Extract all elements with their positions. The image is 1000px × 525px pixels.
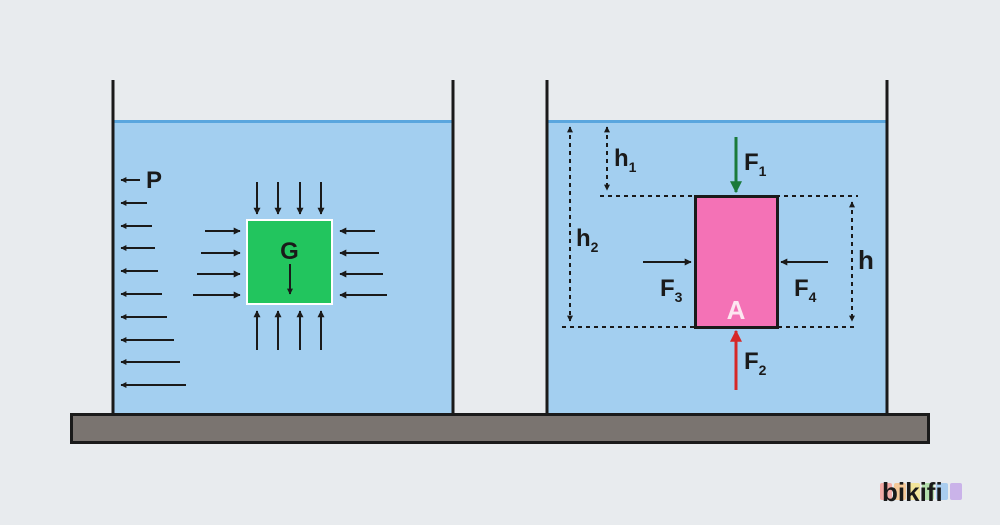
logo-stripe-red [880, 483, 892, 500]
h1-subscript: 1 [629, 159, 637, 175]
bikifi-logo: bikifi [880, 477, 962, 507]
f3-letter: F [660, 275, 675, 302]
logo-text: bikifi [882, 477, 943, 507]
block-label: A [727, 295, 746, 325]
f3-subscript: 3 [675, 289, 683, 305]
h2-label: h2 [576, 225, 599, 255]
logo-stripe-green [922, 483, 934, 500]
f2-letter: F [744, 348, 759, 375]
h1-label: h1 [614, 145, 637, 175]
f4-subscript: 4 [809, 289, 817, 305]
h2-letter: h [576, 225, 591, 252]
h2-subscript: 2 [591, 239, 599, 255]
h1-letter: h [614, 145, 629, 172]
block-a [694, 195, 779, 329]
f4-letter: F [794, 275, 809, 302]
f1-letter: F [744, 149, 759, 176]
logo-stripe-yellow [908, 483, 920, 500]
logo-stripe-orange [894, 483, 906, 500]
f2-subscript: 2 [759, 362, 767, 378]
cube-forces [193, 182, 387, 350]
logo-stripe-purple [950, 483, 962, 500]
f1-label: F1 [744, 149, 767, 179]
table-base [70, 413, 930, 444]
pressure-label: P [146, 167, 162, 194]
f2-label: F2 [744, 348, 767, 378]
logo-stripe-blue [936, 483, 948, 500]
h-label: h [858, 245, 874, 275]
f1-subscript: 1 [759, 163, 767, 179]
f4-label: F4 [794, 275, 817, 305]
f3-label: F3 [660, 275, 683, 305]
pressure-arrows [120, 177, 186, 388]
gravity-label: G [280, 238, 299, 265]
depth-dimensions [567, 126, 855, 322]
